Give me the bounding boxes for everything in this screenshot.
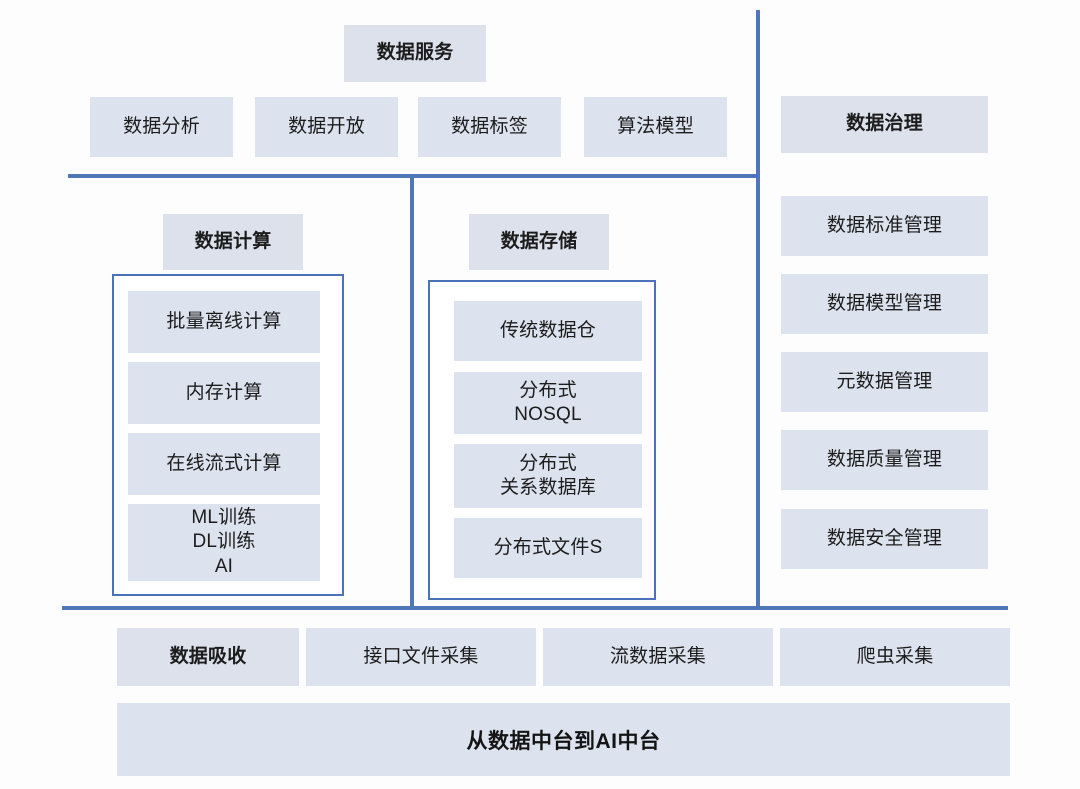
compute-item-2[interactable]: 在线流式计算 <box>128 433 320 495</box>
ingestion-item-1[interactable]: 流数据采集 <box>543 628 773 686</box>
footer-banner: 从数据中台到AI中台 <box>117 703 1010 776</box>
ingestion-item-0[interactable]: 接口文件采集 <box>306 628 536 686</box>
storage-header: 数据存储 <box>469 214 609 270</box>
service-item-3[interactable]: 算法模型 <box>584 97 727 157</box>
storage-item-1[interactable]: 分布式 NOSQL <box>454 372 642 434</box>
divider-vertical-compute-storage <box>410 174 414 610</box>
ingestion-item-2[interactable]: 爬虫采集 <box>780 628 1010 686</box>
ingestion-header: 数据吸收 <box>117 628 299 686</box>
compute-item-0[interactable]: 批量离线计算 <box>128 291 320 353</box>
divider-vertical-governance <box>756 10 760 610</box>
storage-item-3[interactable]: 分布式文件S <box>454 518 642 578</box>
storage-item-0[interactable]: 传统数据仓 <box>454 301 642 361</box>
divider-horizontal-top <box>68 174 760 178</box>
compute-item-3[interactable]: ML训练 DL训练 AI <box>128 504 320 581</box>
governance-item-2[interactable]: 元数据管理 <box>781 352 988 412</box>
governance-item-0[interactable]: 数据标准管理 <box>781 196 988 256</box>
divider-horizontal-bottom <box>62 606 1008 610</box>
governance-header: 数据治理 <box>781 96 988 153</box>
compute-header: 数据计算 <box>163 214 303 270</box>
service-item-2[interactable]: 数据标签 <box>418 97 561 157</box>
governance-item-4[interactable]: 数据安全管理 <box>781 509 988 569</box>
compute-item-1[interactable]: 内存计算 <box>128 362 320 424</box>
storage-item-2[interactable]: 分布式 关系数据库 <box>454 444 642 508</box>
service-item-0[interactable]: 数据分析 <box>90 97 233 157</box>
service-header: 数据服务 <box>344 25 486 82</box>
governance-item-1[interactable]: 数据模型管理 <box>781 274 988 334</box>
service-item-1[interactable]: 数据开放 <box>255 97 398 157</box>
governance-item-3[interactable]: 数据质量管理 <box>781 430 988 490</box>
